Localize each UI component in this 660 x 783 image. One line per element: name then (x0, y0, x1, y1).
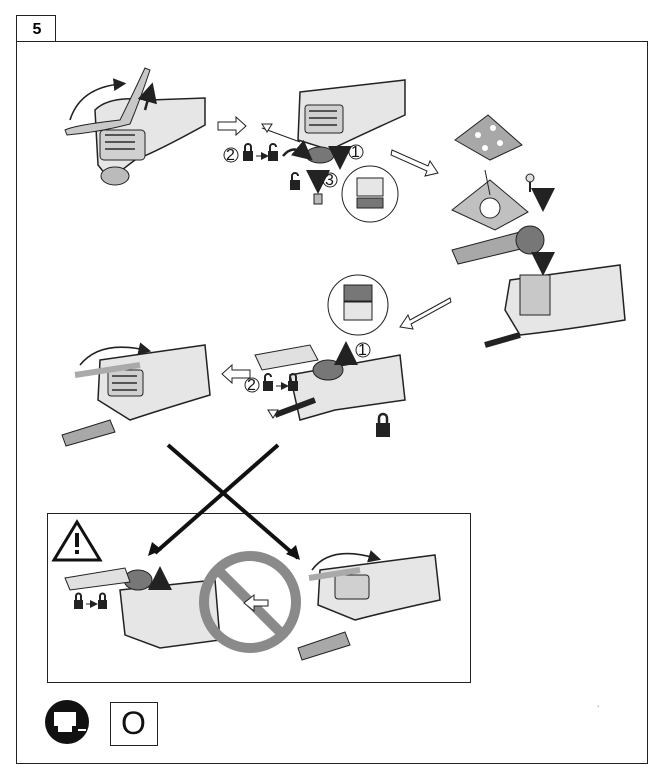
section-tab: 5 (16, 15, 56, 42)
battery-remove-icon (45, 700, 89, 744)
lock-icon (98, 592, 107, 609)
mode-label: O (121, 705, 146, 741)
lock-icon (243, 143, 253, 161)
tool-illustration-1 (64, 67, 206, 186)
warning-box (47, 513, 471, 683)
warning-triangle-icon (51, 519, 103, 562)
arrow-right-icon (217, 115, 247, 137)
wrong-tool-illustration (64, 567, 221, 649)
prohibition-icon (199, 551, 301, 653)
tool-illustration-2 (261, 79, 406, 164)
rotate-arrow-icon (79, 342, 152, 366)
arrow-left-icon (399, 297, 452, 330)
rotate-arrow-icon (311, 550, 382, 571)
step-3-label: 3 (325, 172, 334, 189)
rotate-arrow-icon (69, 78, 127, 121)
unlock-icon (263, 373, 273, 391)
arrow-right-icon (390, 149, 439, 177)
unlock-icon (290, 172, 300, 190)
tool-illustration-5 (61, 342, 211, 447)
tool-illustration-4 (254, 344, 406, 421)
unlock-icon (268, 143, 278, 161)
arrow-left-icon (221, 363, 251, 385)
step-1-label-b: 1 (358, 342, 367, 359)
step-1-label: 1 (351, 144, 360, 161)
tool-illustration-3 (484, 264, 626, 348)
cross-line (153, 443, 280, 555)
screw-icon (525, 173, 535, 192)
blade-illustration (451, 225, 545, 265)
step-2-label-b: 2 (247, 377, 256, 394)
cross-line (166, 443, 300, 560)
lock-icon (376, 412, 390, 437)
lock-icon (288, 373, 298, 391)
tool-illustration-6 (297, 550, 441, 661)
sanding-pad-illustration (451, 114, 529, 231)
svg-text:`: ` (597, 705, 600, 714)
step-2-label: 2 (226, 147, 235, 164)
section-number: 5 (32, 21, 42, 38)
lock-icon (74, 592, 83, 609)
diagram-frame (16, 41, 648, 764)
mode-icon-box: O (110, 702, 158, 746)
